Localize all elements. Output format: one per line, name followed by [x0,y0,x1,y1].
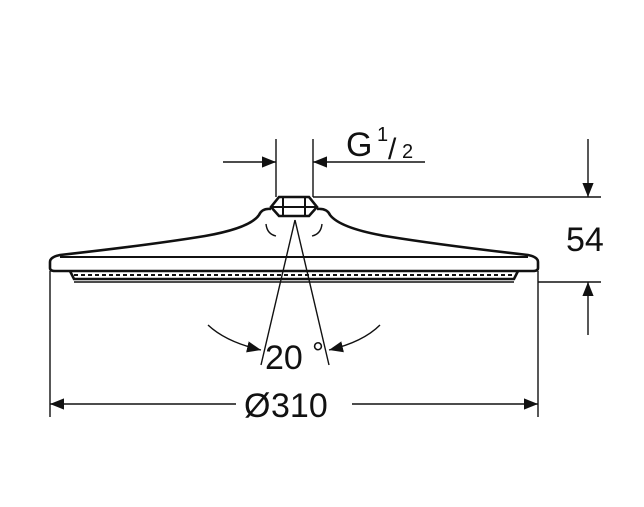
thread-dimension: G 1 / 2 [223,124,425,197]
spray-angle-value: 20 [265,339,303,377]
shower-head-body [48,195,540,283]
angle-leg-left [260,219,296,366]
thread-fraction-denominator: 2 [402,141,413,163]
shower-head-outline [48,207,540,273]
thread-prefix: G [346,126,372,164]
spray-angle-dimension: 20 ° [207,219,381,377]
diameter-symbol: Ø [244,387,270,425]
angle-leg-right [294,219,330,366]
height-dimension: 54 [313,139,604,335]
diameter-value: 310 [271,387,328,425]
angle-arrow-left [207,324,262,353]
nozzle-plate [68,270,520,281]
connector-curve [265,223,323,237]
thread-fraction-slash: / [388,133,397,166]
thread-fraction-numerator: 1 [377,124,388,146]
spray-angle-unit: ° [312,337,324,370]
height-value: 54 [566,221,604,259]
angle-arrow-right [328,324,381,353]
diameter-dimension: Ø 310 [49,271,539,425]
